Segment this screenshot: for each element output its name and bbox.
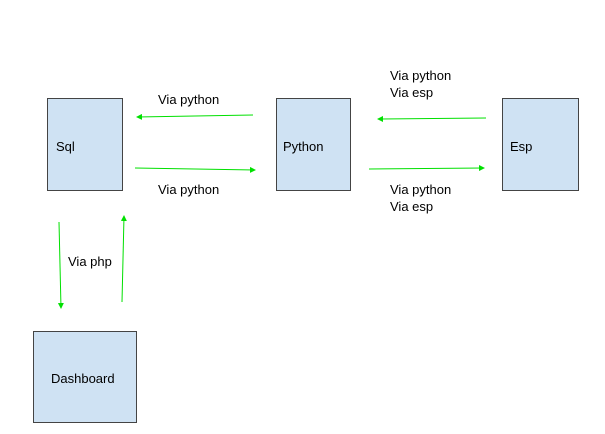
edge-label-python-to-esp: Via python Via esp xyxy=(390,181,451,215)
dashboard-node: Dashboard xyxy=(33,331,137,423)
esp-node-label: Esp xyxy=(510,139,533,154)
edge-label-esp-to-python: Via python Via esp xyxy=(390,67,451,101)
arrow-python-to-sql xyxy=(136,113,254,120)
edge-label-line: Via esp xyxy=(390,85,434,100)
edge-label-line: Via php xyxy=(68,254,112,269)
edge-label-line: Via python xyxy=(158,182,220,197)
edge-label-line: Via python xyxy=(390,68,452,83)
arrow-sql-to-dashboard xyxy=(57,221,64,309)
edge-label-line: Via python xyxy=(390,182,452,197)
edge-label-line: Via esp xyxy=(390,199,434,214)
sql-node: Sql xyxy=(47,98,123,191)
esp-node: Esp xyxy=(502,98,579,191)
arrow-python-to-esp xyxy=(368,165,485,172)
edge-label-sql-dashboard: Via php xyxy=(68,253,112,270)
edge-label-line: Via python xyxy=(158,92,220,107)
sql-node-label: Sql xyxy=(56,139,75,154)
python-node: Python xyxy=(276,98,351,191)
arrow-dashboard-to-sql xyxy=(120,215,127,303)
arrow-sql-to-python xyxy=(134,166,256,173)
edge-label-python-to-sql: Via python xyxy=(158,91,219,108)
arrow-esp-to-python xyxy=(377,115,487,122)
python-node-label: Python xyxy=(283,139,324,154)
edge-label-sql-to-python: Via python xyxy=(158,181,219,198)
dashboard-node-label: Dashboard xyxy=(51,371,115,386)
